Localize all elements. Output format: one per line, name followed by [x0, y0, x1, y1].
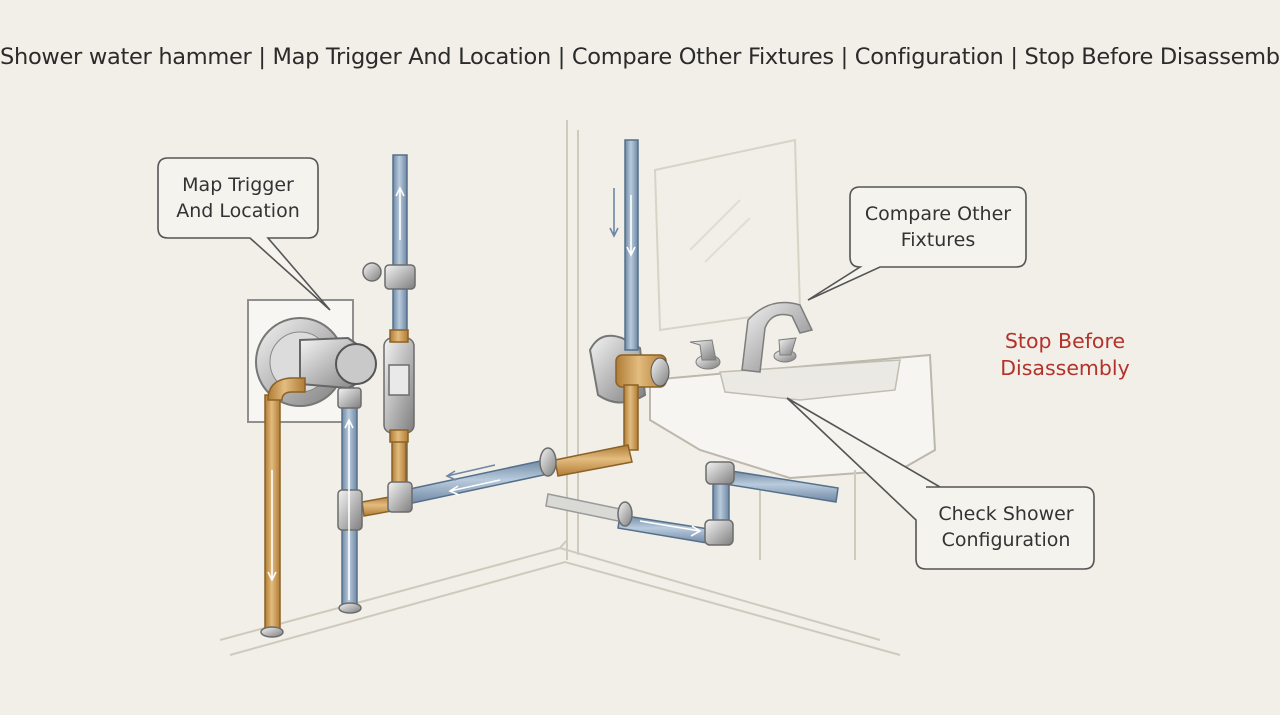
flow-arrows: [267, 186, 702, 600]
callout-compare-fixtures: [807, 186, 1027, 301]
pipe-fittings: [260, 262, 735, 638]
callout-check-config: [786, 397, 1095, 570]
page-title: Shower water hammer | Map Trigger And Lo…: [0, 44, 1280, 70]
callout-map-trigger: [157, 157, 331, 311]
sink-vanity: [649, 301, 937, 560]
callout-compare-fixtures-label: Compare Other Fixtures: [864, 203, 1012, 251]
flow-arrows-outer: [445, 188, 619, 481]
callout-check-config-label: Check Shower Configuration: [938, 503, 1074, 551]
stop-warning: Stop Before Disassembly: [1000, 329, 1130, 380]
callout-map-trigger-label: Map Trigger And Location: [176, 174, 300, 222]
